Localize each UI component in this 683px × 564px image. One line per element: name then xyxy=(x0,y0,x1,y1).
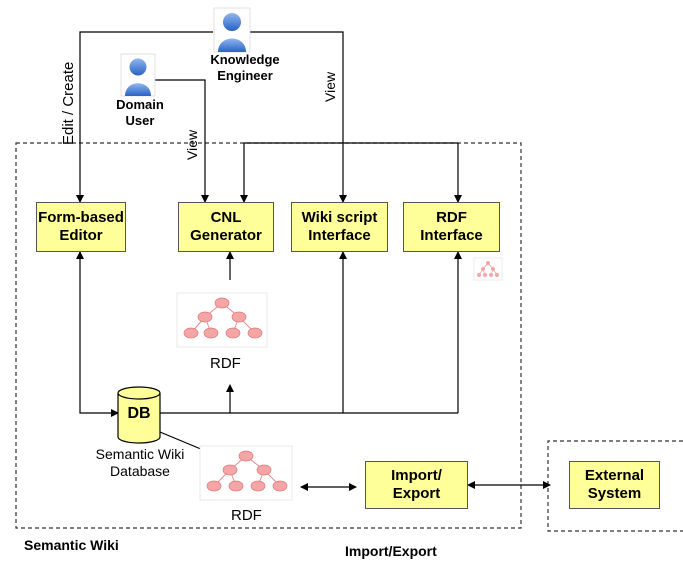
import-export-box: Import/ Export xyxy=(365,461,468,509)
external-system-label: External System xyxy=(584,467,645,502)
knowledge-engineer-label: Knowledge Engineer xyxy=(210,52,280,83)
domain-user-label: Domain User xyxy=(116,97,164,128)
edit-create-label: Edit / Create xyxy=(60,61,77,145)
rdf-interface-label: RDF Interface xyxy=(420,209,483,244)
knowledge-engineer-person-icon xyxy=(213,7,251,53)
rdf-interface-box: RDF Interface xyxy=(403,202,500,252)
wiki-script-fanout xyxy=(240,142,462,203)
domain-user-person-icon xyxy=(120,53,156,97)
database-icon xyxy=(117,386,161,444)
form-based-editor-label: Form-based Editor xyxy=(38,209,124,244)
wiki-script-interface-label: Wiki script Interface xyxy=(301,209,378,244)
rdf-graph-icon-upper xyxy=(176,292,268,348)
view-label-engineer: View xyxy=(322,71,338,102)
cnl-generator-box: CNL Generator xyxy=(178,202,274,252)
wiki-script-interface-box: Wiki script Interface xyxy=(291,202,388,252)
rdf-upper-label: RDF xyxy=(210,355,241,372)
external-system-box: External System xyxy=(569,461,660,509)
view-connector-engineer xyxy=(250,31,347,203)
import-export-caption: Import/Export xyxy=(345,543,437,559)
db-caption: Semantic Wiki Database xyxy=(95,446,185,479)
rdf-graph-icon-lower xyxy=(199,445,293,501)
rdf-lower-label: RDF xyxy=(231,507,262,524)
view-label-user: View xyxy=(184,129,200,160)
rdf-graph-icon-small xyxy=(473,257,503,281)
import-export-label: Import/ Export xyxy=(391,467,442,502)
db-label: DB xyxy=(127,405,151,422)
cnl-generator-label: CNL Generator xyxy=(190,209,262,244)
edit-create-connector xyxy=(76,31,213,203)
form-based-editor-box: Form-based Editor xyxy=(36,202,126,252)
semantic-wiki-label: Semantic Wiki xyxy=(24,537,119,553)
